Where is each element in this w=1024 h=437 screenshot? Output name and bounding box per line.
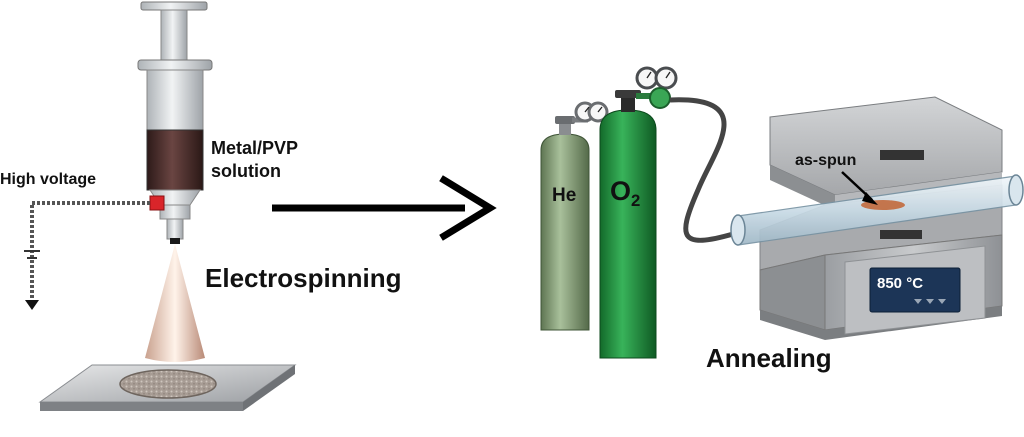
syringe-icon xyxy=(137,1,213,244)
o2-label: O2 xyxy=(610,176,641,210)
annealing-label: Annealing xyxy=(706,343,832,373)
tube-furnace-icon xyxy=(759,96,1003,340)
o2-label-main: O xyxy=(610,176,632,206)
quartz-tube xyxy=(730,174,1024,246)
gas-cylinder-icon xyxy=(540,116,590,331)
he-label: He xyxy=(552,185,577,206)
high-voltage-wire xyxy=(30,201,150,300)
temperature-display xyxy=(869,267,961,313)
gas-hose xyxy=(669,97,741,243)
gas-cylinder-icon xyxy=(599,90,657,359)
high-voltage-label: High voltage xyxy=(0,171,97,188)
metal-pvp-label-line1: Metal/PVP xyxy=(211,138,299,158)
nozzle-electrode xyxy=(149,195,165,211)
as-spun-label: as-spun xyxy=(795,152,857,169)
spinning-jet-cone xyxy=(145,244,205,362)
electrospinning-label: Electrospinning xyxy=(205,263,402,293)
temperature-readout: 850 °C xyxy=(877,275,924,292)
pressure-gauge-icon xyxy=(635,66,678,109)
o2-label-sub: 2 xyxy=(631,190,641,210)
pressure-gauge-icon xyxy=(572,101,609,123)
arrow-right-icon xyxy=(272,175,497,241)
collector-plate xyxy=(38,364,297,411)
metal-pvp-label-line2: solution xyxy=(211,161,281,181)
ground-symbol-icon xyxy=(24,250,40,310)
